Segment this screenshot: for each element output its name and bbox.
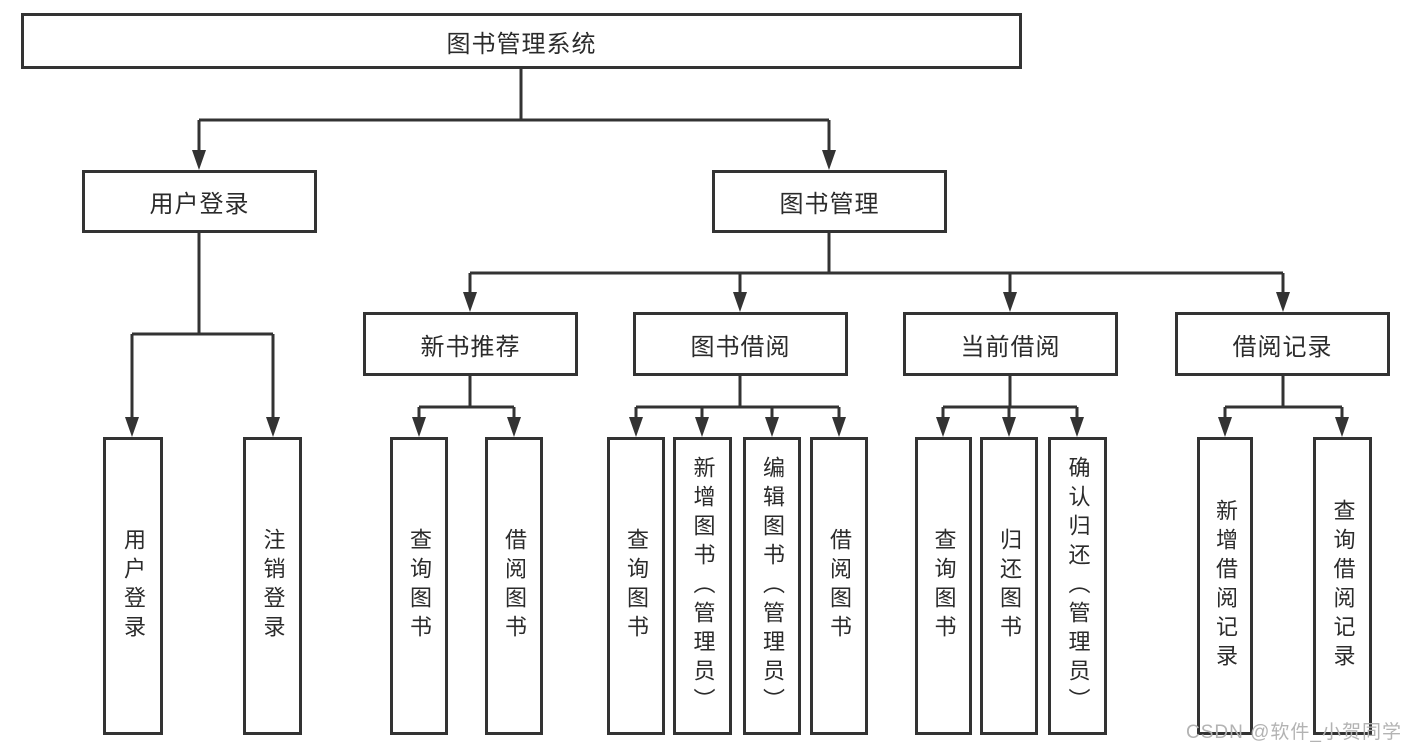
leaf-user-login: 用户登录	[103, 437, 163, 735]
node-book-borrow-label: 图书借阅	[690, 333, 791, 361]
leaf-logout-label: 注销登录	[260, 528, 286, 644]
node-new-book-recommend: 新书推荐	[363, 312, 578, 376]
leaf-return-book-label: 归还图书	[997, 528, 1022, 644]
leaf-query-borrow-record: 查询借阅记录	[1313, 437, 1372, 735]
leaf-edit-book-admin: 编辑图书（管理员）	[743, 437, 801, 735]
node-user-login: 用户登录	[82, 170, 317, 233]
node-new-book-recommend-label: 新书推荐	[420, 333, 521, 361]
node-root-label: 图书管理系统	[446, 30, 597, 58]
leaf-edit-book-admin-label: 编辑图书（管理员）	[760, 455, 785, 717]
leaf-borrow-book: 借阅图书	[810, 437, 868, 735]
leaf-confirm-return-admin-label: 确认归还（管理员）	[1065, 455, 1091, 717]
node-book-management-label: 图书管理	[779, 191, 880, 218]
leaf-add-book-admin-label: 新增图书（管理员）	[690, 455, 716, 717]
leaf-recommend-query-book-label: 查询图书	[407, 528, 432, 644]
leaf-confirm-return-admin: 确认归还（管理员）	[1048, 437, 1107, 735]
leaf-return-book: 归还图书	[980, 437, 1038, 735]
leaf-add-borrow-record-label: 新增借阅记录	[1213, 499, 1238, 673]
leaf-logout: 注销登录	[243, 437, 302, 735]
leaf-current-query-book: 查询图书	[915, 437, 972, 735]
node-book-management: 图书管理	[712, 170, 947, 233]
leaf-add-borrow-record: 新增借阅记录	[1197, 437, 1253, 735]
node-book-borrow: 图书借阅	[633, 312, 848, 376]
node-user-login-label: 用户登录	[149, 191, 250, 218]
leaf-add-book-admin: 新增图书（管理员）	[673, 437, 732, 735]
leaf-borrow-query-book: 查询图书	[607, 437, 665, 735]
leaf-recommend-borrow-book: 借阅图书	[485, 437, 543, 735]
leaf-user-login-label: 用户登录	[121, 528, 146, 644]
leaf-borrow-query-book-label: 查询图书	[624, 528, 649, 644]
leaf-recommend-query-book: 查询图书	[390, 437, 448, 735]
leaf-recommend-borrow-book-label: 借阅图书	[502, 528, 527, 644]
leaf-borrow-book-label: 借阅图书	[827, 528, 852, 644]
node-borrow-record-label: 借阅记录	[1232, 333, 1333, 361]
leaf-query-borrow-record-label: 查询借阅记录	[1330, 499, 1356, 673]
node-root: 图书管理系统	[21, 13, 1022, 69]
node-current-borrow: 当前借阅	[903, 312, 1118, 376]
node-current-borrow-label: 当前借阅	[960, 333, 1061, 361]
node-borrow-record: 借阅记录	[1175, 312, 1390, 376]
leaf-current-query-book-label: 查询图书	[931, 528, 957, 644]
